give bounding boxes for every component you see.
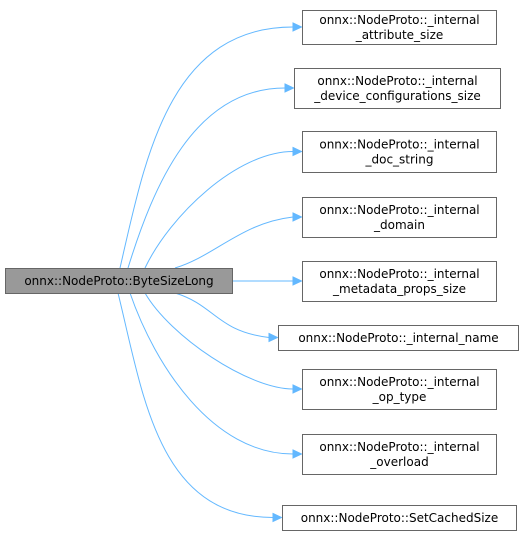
node-doc-string-label-line-1: onnx::NodeProto::_internal xyxy=(319,138,479,152)
node-device-configurations-size-box[interactable] xyxy=(294,68,501,109)
node-doc-string-label-line-2: _doc_string xyxy=(364,153,433,167)
node-domain-label-line-1: onnx::NodeProto::_internal xyxy=(319,203,479,217)
node-attribute-size-box[interactable] xyxy=(302,10,497,45)
edge-to-device-configurations-size xyxy=(127,87,286,269)
arrowhead-to-attribute-size xyxy=(292,22,303,32)
node-op-type-label-line-2: _op_type xyxy=(372,390,427,404)
edge-to-op-type xyxy=(144,292,294,390)
node-name-box[interactable] xyxy=(278,325,519,351)
node-attribute-size-label-line-1: onnx::NodeProto::_internal xyxy=(319,13,479,27)
node-metadata-props-size-label-line-1: onnx::NodeProto::_internal xyxy=(319,267,479,281)
arrowhead-to-domain xyxy=(292,212,303,222)
edge-to-set-cached-size xyxy=(117,292,274,518)
node-set-cached-size-label-line-1: onnx::NodeProto::SetCachedSize xyxy=(301,511,499,525)
edge-to-doc-string xyxy=(144,151,294,269)
node-overload-label-line-2: _overload xyxy=(369,455,428,469)
node-attribute-size-label-line-2: _attribute_size xyxy=(355,28,444,42)
node-device-configurations-size-label-line-1: onnx::NodeProto::_internal xyxy=(317,74,477,88)
node-name-label-line-1: onnx::NodeProto::_internal_name xyxy=(298,331,498,345)
node-op-type-label-line-1: onnx::NodeProto::_internal xyxy=(319,375,479,389)
arrowhead-to-device-configurations-size xyxy=(284,83,295,93)
node-overload-label-line-1: onnx::NodeProto::_internal xyxy=(319,440,479,454)
call-nodes: onnx::NodeProto::ByteSizeLongonnx::NodeP… xyxy=(5,10,519,531)
edge-to-attribute-size xyxy=(119,26,294,269)
node-root-box[interactable] xyxy=(5,268,233,294)
node-domain-label-line-2: _domain xyxy=(373,218,425,232)
edge-to-domain xyxy=(174,216,294,269)
node-op-type-box[interactable] xyxy=(302,369,497,410)
arrowhead-to-name xyxy=(268,332,279,343)
edge-to-name xyxy=(174,292,270,338)
node-overload-box[interactable] xyxy=(302,434,497,475)
arrowhead-to-metadata-props-size xyxy=(292,276,303,286)
node-set-cached-size-box[interactable] xyxy=(282,505,517,531)
node-doc-string-box[interactable] xyxy=(302,131,497,173)
arrowhead-to-set-cached-size xyxy=(272,512,283,523)
node-metadata-props-size-box[interactable] xyxy=(302,261,497,302)
edge-to-overload xyxy=(129,292,294,455)
node-device-configurations-size-label-line-2: _device_configurations_size xyxy=(313,89,481,103)
node-metadata-props-size-label-line-2: _metadata_props_size xyxy=(332,282,466,296)
node-domain-box[interactable] xyxy=(302,197,497,238)
arrowhead-to-op-type xyxy=(292,384,303,394)
call-edges xyxy=(117,22,303,523)
node-root-label: onnx::NodeProto::ByteSizeLong xyxy=(24,274,213,288)
arrowhead-to-doc-string xyxy=(292,146,303,157)
arrowhead-to-overload xyxy=(292,449,303,459)
